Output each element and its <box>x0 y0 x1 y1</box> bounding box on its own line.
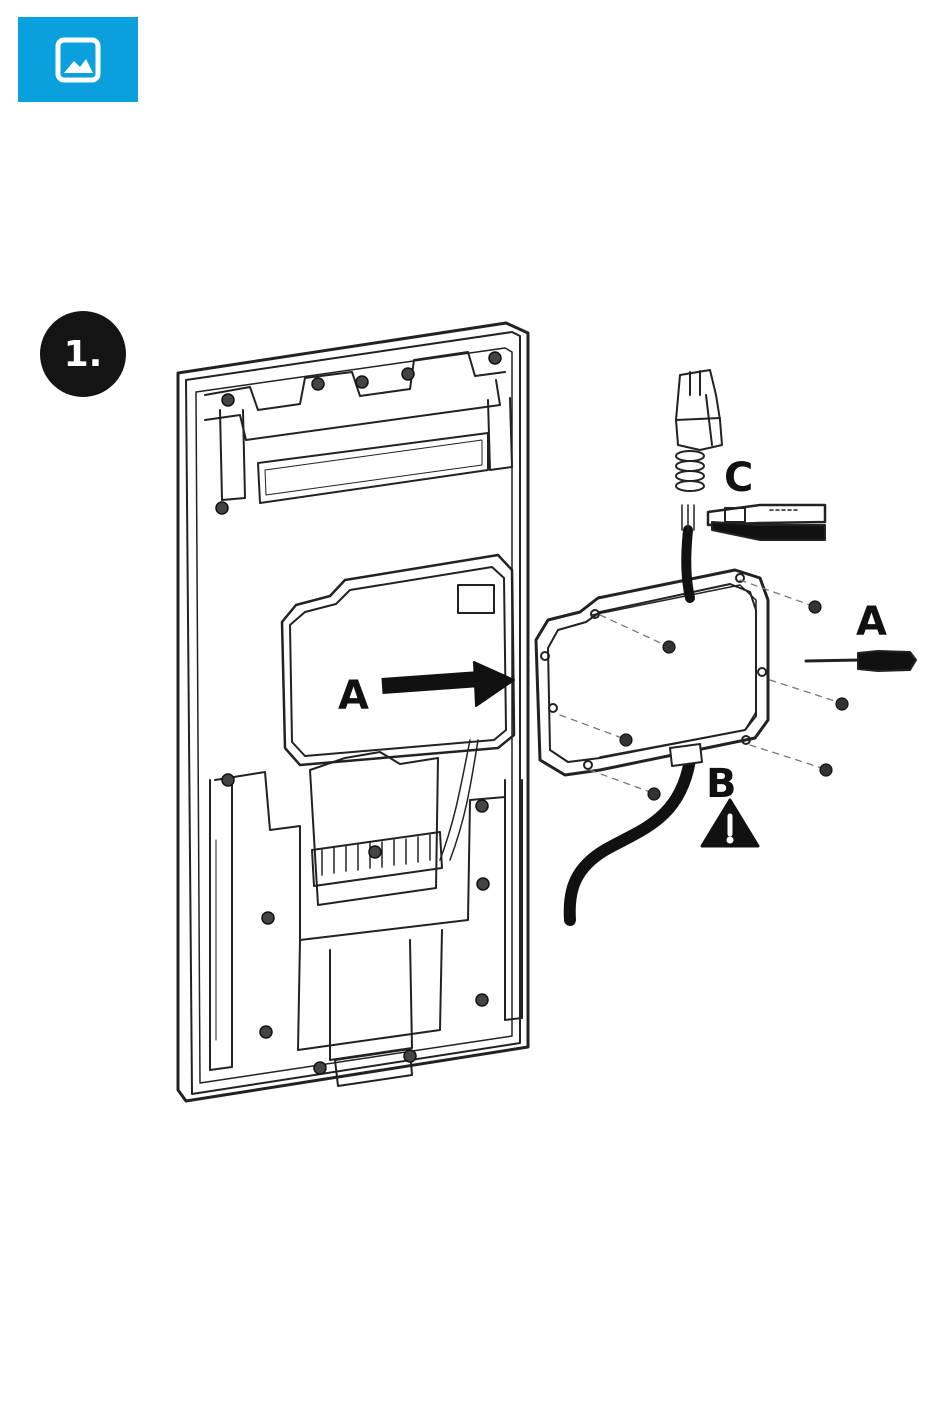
callout-c-crimper: C <box>724 458 753 498</box>
gasket-cover <box>536 570 768 775</box>
rj45-connector-icon <box>676 370 722 450</box>
callout-a-screwdriver: A <box>856 602 887 642</box>
callout-b-cable: B <box>706 764 737 804</box>
callout-a-backplate: A <box>338 676 369 716</box>
crimping-tool-icon <box>708 505 825 540</box>
screwdriver-icon <box>806 651 916 671</box>
